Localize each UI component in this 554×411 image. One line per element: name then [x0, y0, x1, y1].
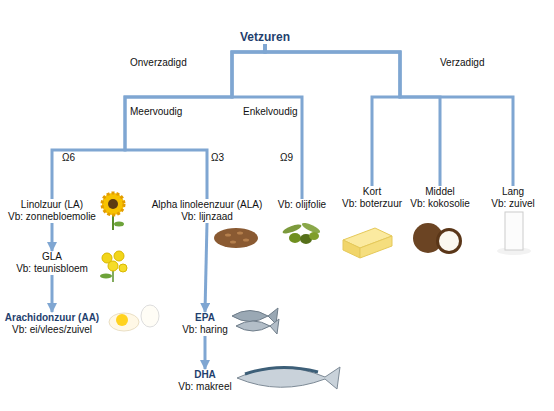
- branch-label: Ω9: [280, 152, 293, 164]
- seed: [243, 239, 249, 242]
- branch-label-text: Ω9: [280, 152, 293, 164]
- branch-label-text: Verzadigd: [440, 57, 484, 69]
- node-example: Vb: ei/vlees/zuivel: [0, 324, 104, 336]
- node-example: Vb: lijnzaad: [142, 211, 272, 223]
- node-example: Vb: zonnebloemolie: [0, 211, 104, 223]
- branch-label-text: Enkelvoudig: [243, 106, 297, 118]
- node-heading: Arachidonzuur (AA): [0, 312, 104, 324]
- node-heading: GLA: [0, 251, 104, 263]
- node-heading: Vb: olijfolie: [272, 199, 332, 211]
- fatty-acid-node: Vb: olijfolie: [272, 199, 332, 211]
- fatty-acid-node: Arachidonzuur (AA)Vb: ei/vlees/zuivel: [0, 312, 104, 336]
- fatty-acid-node: DHAVb: makreel: [170, 369, 240, 393]
- fish: [236, 319, 279, 334]
- node-heading: Alpha linoleenzuur (ALA): [142, 199, 272, 211]
- derivation-arrow: [205, 223, 207, 312]
- node-heading: EPA: [170, 312, 240, 324]
- olive: [309, 232, 319, 240]
- olive-icon: [282, 221, 322, 244]
- node-heading: Kort: [342, 186, 402, 198]
- fatty-acid-node: Alpha linoleenzuur (ALA)Vb: lijnzaad: [142, 199, 272, 223]
- leaf: [282, 223, 303, 235]
- derivation-arrow: [204, 336, 207, 369]
- branch-label-text: Ω6: [62, 152, 75, 164]
- butter-front: [360, 236, 392, 258]
- fish-body: [237, 367, 340, 389]
- branch-label: Onverzadigd: [130, 57, 187, 69]
- node-example: Vb: zuivel: [483, 198, 543, 210]
- fatty-acid-node: EPAVb: haring: [170, 312, 240, 336]
- node-example: Vb: haring: [170, 324, 240, 336]
- seed: [237, 232, 243, 235]
- seed: [230, 241, 236, 244]
- seed-head: [108, 199, 118, 209]
- primrose-icon: [100, 251, 127, 282]
- petals: [102, 193, 124, 215]
- leaf: [114, 222, 124, 227]
- coconut-half: [436, 228, 462, 254]
- fatty-acid-node: KortVb: boterzuur: [342, 186, 402, 210]
- seed: [225, 234, 231, 237]
- derivation-arrow: [51, 223, 54, 251]
- fatty-acid-node: Linolzuur (LA)Vb: zonnebloemolie: [0, 199, 104, 223]
- coconut-flesh: [439, 231, 459, 251]
- node-heading: Linolzuur (LA): [0, 199, 104, 211]
- milk-glass: [505, 212, 523, 250]
- milk-icon: [497, 212, 531, 255]
- node-heading: Vetzuren: [225, 30, 305, 44]
- flower: [114, 251, 124, 261]
- olive: [289, 233, 301, 243]
- node-heading: Lang: [483, 186, 543, 198]
- branch-label: Enkelvoudig: [243, 106, 297, 118]
- node-example: Vb: boterzuur: [342, 198, 402, 210]
- egg-shell: [141, 305, 159, 327]
- flaxseed-icon: [214, 228, 258, 248]
- fatty-acid-node: MiddelVb: kokosolie: [408, 186, 472, 210]
- seed-pile: [214, 228, 258, 248]
- flower: [108, 261, 118, 271]
- fatty-acid-node: Vetzuren: [225, 30, 305, 44]
- branch-label: Ω6: [62, 152, 75, 164]
- tree-branch: [232, 44, 302, 199]
- egg-icon: [109, 305, 159, 331]
- branch-label: Verzadigd: [440, 57, 484, 69]
- node-example: Vb: kokosolie: [408, 198, 472, 210]
- flower: [119, 264, 127, 272]
- node-example: Vb: teunisbloem: [0, 263, 104, 275]
- egg-yolk: [116, 314, 128, 326]
- butter-icon: [343, 228, 392, 258]
- sunflower-icon: [102, 193, 124, 230]
- leaf: [100, 274, 112, 279]
- derivation-arrow: [51, 275, 54, 312]
- node-heading: DHA: [170, 369, 240, 381]
- coconut-icon: [413, 223, 462, 254]
- tree-branch: [125, 44, 265, 199]
- branch-label: Meervoudig: [130, 106, 182, 118]
- herring-icon: [232, 308, 279, 334]
- tree-branch: [265, 44, 513, 186]
- node-heading: Middel: [408, 186, 472, 198]
- fish-stripes: [245, 367, 318, 374]
- mackerel-icon: [237, 367, 340, 389]
- branch-label-text: Ω3: [211, 152, 224, 164]
- butter-side: [343, 240, 360, 258]
- branch-label: Ω3: [211, 152, 224, 164]
- branch-label-text: Onverzadigd: [130, 57, 187, 69]
- node-example: Vb: makreel: [170, 381, 240, 393]
- fatty-acid-node: LangVb: zuivel: [483, 186, 543, 210]
- branch-label-text: Meervoudig: [130, 106, 182, 118]
- fatty-acid-node: GLAVb: teunisbloem: [0, 251, 104, 275]
- egg-white: [109, 313, 139, 331]
